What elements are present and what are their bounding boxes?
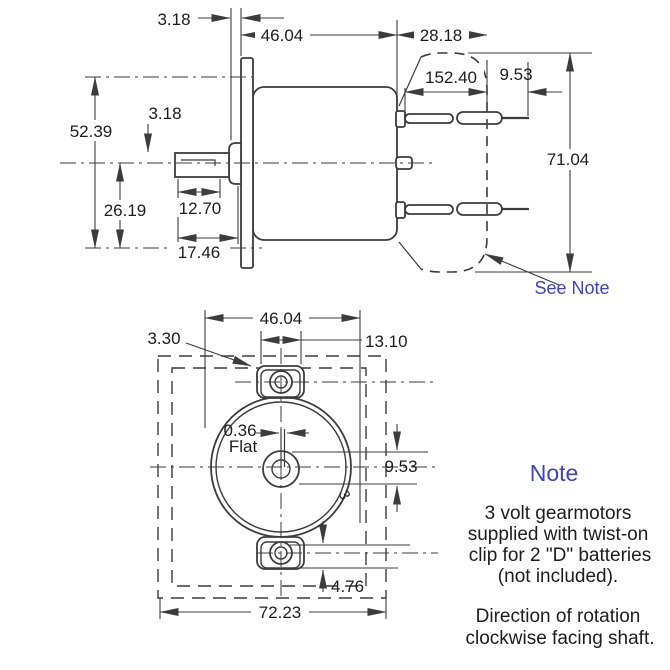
- see-note-leader: [484, 253, 560, 286]
- terminal-lug-bottom: [395, 201, 406, 219]
- dim-clip-width: 72.23: [259, 603, 302, 622]
- rotation-line-1: Direction of rotation: [476, 606, 641, 627]
- dim-ear-offset: 4.76: [331, 577, 364, 596]
- dim-shaft-overall: 17.46: [178, 243, 221, 262]
- side-view: [60, 52, 529, 273]
- dim-shaft-offset: 9.53: [384, 457, 417, 476]
- shaft-flat-line: [181, 159, 216, 166]
- label-flat: Flat: [229, 437, 258, 456]
- dim-flat-depth: 0.36: [223, 421, 256, 440]
- note-block: Note 3 volt gearmotors supplied with twi…: [465, 460, 654, 649]
- note-line-1: 3 volt gearmotors: [485, 503, 632, 524]
- note-line-2: supplied with twist-on: [468, 524, 649, 545]
- dim-mount-width: 46.04: [260, 309, 303, 328]
- dim-shaft-length: 12.70: [179, 199, 222, 218]
- dim-lead-tab-length: 9.53: [499, 65, 532, 84]
- dim-hole-note: 3.30: [147, 329, 180, 348]
- note-line-4: (not included).: [498, 566, 618, 587]
- dim-center-to-mount: 26.19: [104, 201, 147, 220]
- dim-shaft-flat-offset: 3.18: [148, 104, 181, 123]
- battery-clip-outline-outer: [157, 355, 387, 599]
- terminal-bottom: [404, 204, 454, 215]
- front-view-labels: 46.04 13.10 3.30 0.36 Flat 9.53 4.76 72.…: [147, 309, 418, 622]
- clip-corner-bottom: [398, 241, 422, 270]
- hole-leader: [185, 342, 252, 367]
- terminal-lug-top: [395, 110, 406, 128]
- rotation-line-2: clockwise facing shaft.: [465, 628, 654, 649]
- dim-clip-height: 71.04: [547, 150, 590, 169]
- dim-mount-hole-span: 52.39: [70, 122, 113, 141]
- clip-corner-top: [398, 56, 422, 107]
- terminal-top: [404, 113, 454, 124]
- terminal-tab-top: [456, 111, 503, 125]
- dim-ear-width: 13.10: [365, 332, 408, 351]
- dim-lead-length: 152.40: [425, 68, 477, 87]
- see-note-link: See Note: [534, 278, 609, 298]
- dim-body-length: 46.04: [261, 26, 304, 45]
- side-view-labels: 3.18 46.04 28.18 152.40 9.53 52.39 3.18 …: [62, 10, 610, 298]
- note-line-3: clip for 2 "D" batteries: [469, 545, 651, 566]
- note-heading: Note: [530, 460, 579, 486]
- front-view: [150, 348, 438, 599]
- terminal-tab-bottom: [456, 202, 503, 216]
- dim-flange-thickness: 3.18: [157, 10, 190, 29]
- front-view-dimensions: [159, 310, 428, 619]
- dim-clip-offset: 28.18: [420, 26, 463, 45]
- output-shaft: [174, 152, 230, 178]
